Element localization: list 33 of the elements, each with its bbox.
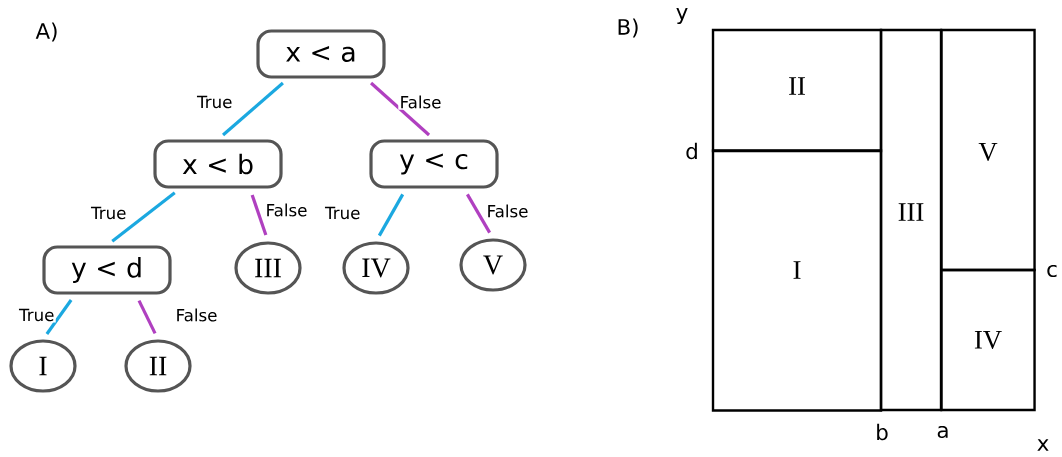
condition-box: x < a: [256, 29, 386, 79]
branch-line: [377, 193, 405, 237]
edge-label: True: [323, 205, 362, 221]
axis-label: y: [676, 7, 688, 25]
region-rectangle: V: [940, 28, 1036, 272]
panel-label: B): [618, 18, 638, 38]
branch-line: [45, 299, 73, 335]
axis-label: x: [1037, 439, 1049, 451]
region-rectangle: III: [879, 28, 943, 412]
edge-label: False: [264, 202, 309, 218]
region-rectangle: II: [711, 28, 883, 153]
branch-line: [222, 81, 284, 137]
region-rectangle: IV: [940, 268, 1036, 412]
split-label: b: [877, 423, 888, 441]
edge-label: False: [485, 203, 530, 219]
condition-box: x < b: [153, 139, 283, 189]
edge-label: True: [195, 94, 234, 110]
edge-label: True: [89, 205, 128, 221]
edge-label: False: [398, 94, 443, 110]
condition-box: y < c: [369, 139, 499, 189]
condition-box: y < d: [42, 245, 172, 295]
region-rectangle: I: [711, 149, 883, 412]
branch-line: [465, 193, 492, 234]
edge-label: True: [17, 307, 56, 323]
branch-line: [250, 194, 268, 236]
branch-line: [137, 299, 157, 335]
split-label: d: [686, 142, 697, 160]
edge-label: False: [174, 307, 219, 323]
branch-line: [369, 81, 431, 137]
panel-label: A): [35, 22, 57, 42]
split-label: a: [937, 425, 948, 439]
branch-line: [111, 191, 176, 243]
split-label: c: [1047, 264, 1057, 278]
